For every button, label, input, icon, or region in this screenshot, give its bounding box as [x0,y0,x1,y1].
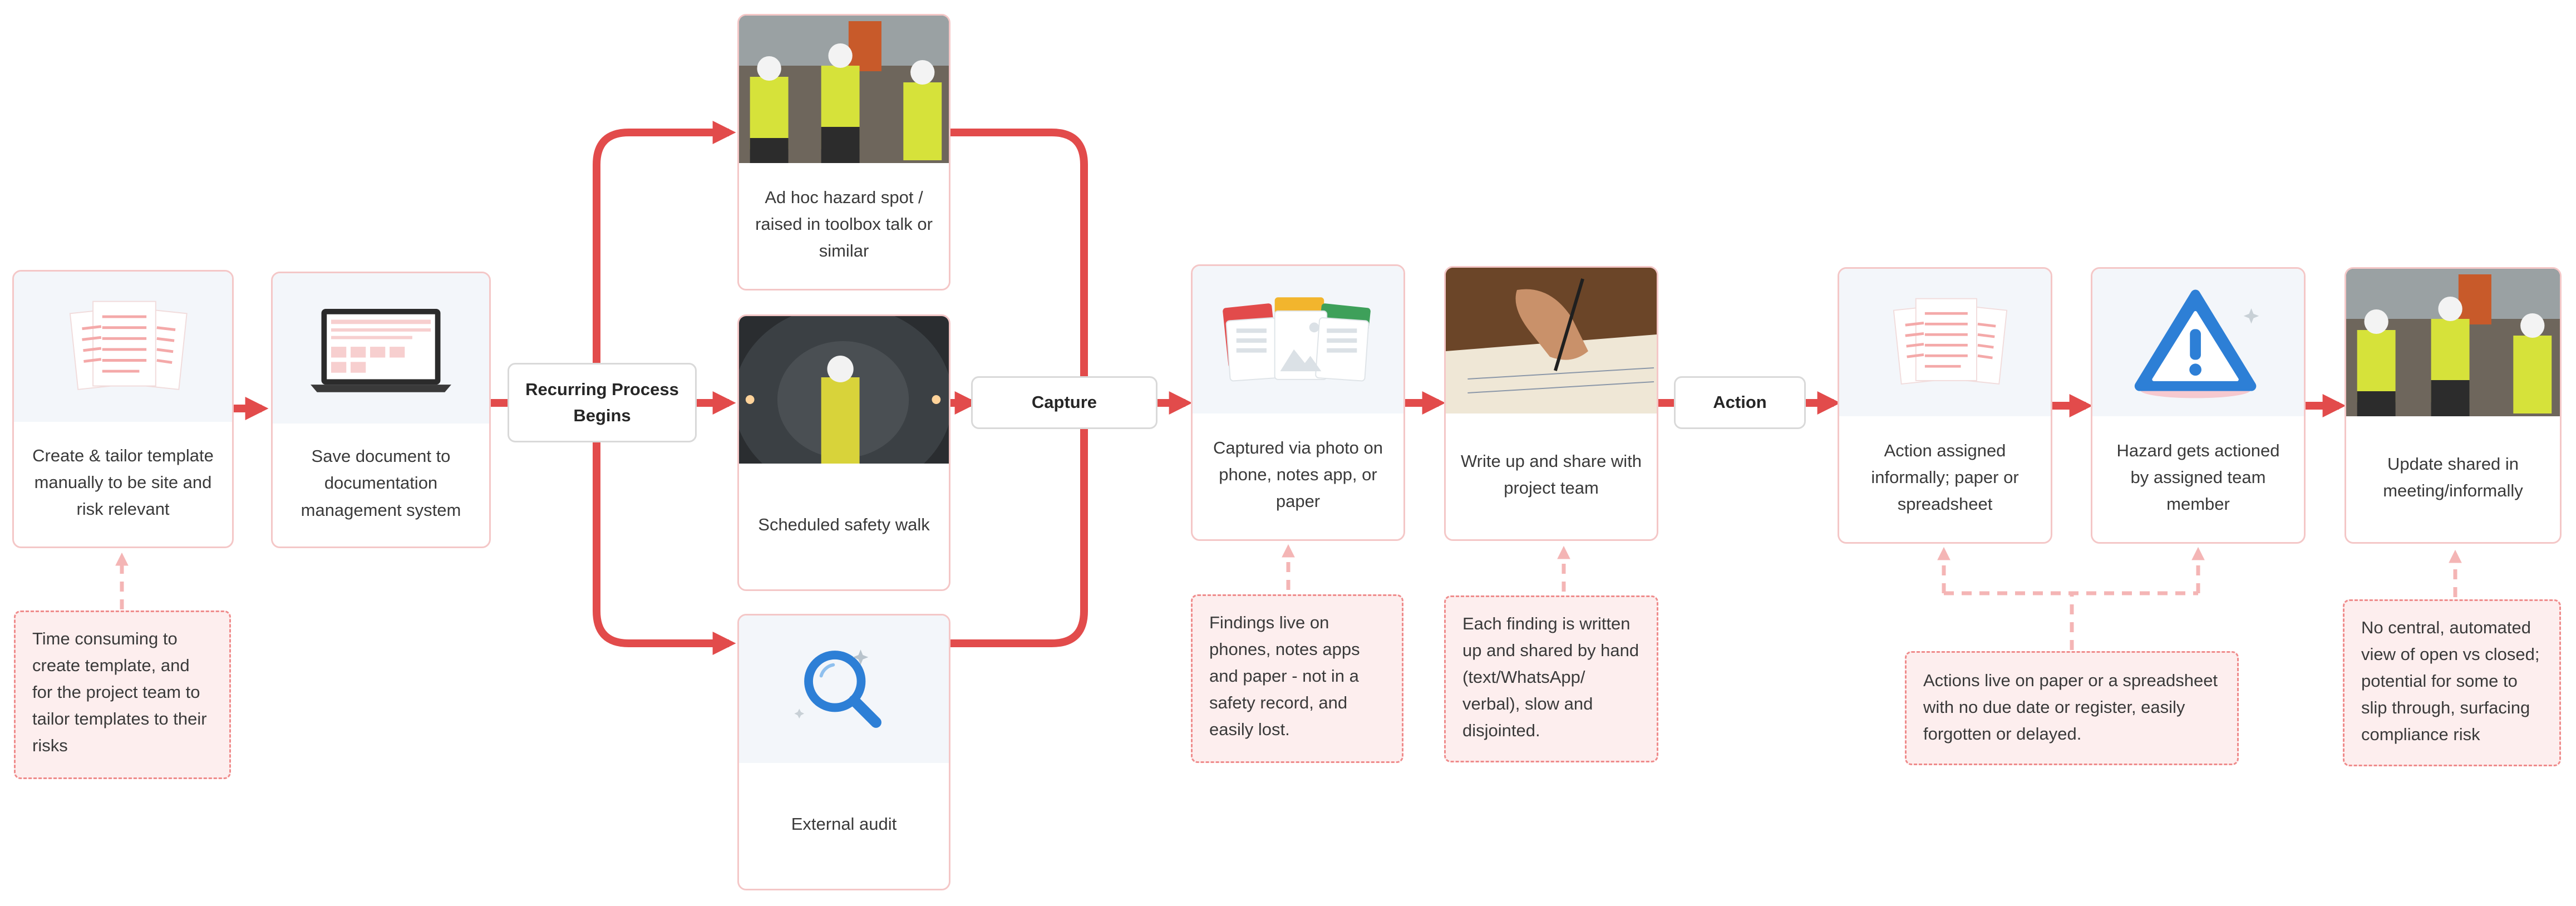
branch-line-bottom [593,363,736,655]
step-label: Write up and share with project team [1460,451,1642,498]
step-external-audit: External audit [737,614,950,890]
step-captured-via-photo: Captured via photo on phone, notes app, … [1191,264,1405,541]
step-label: Ad hoc hazard spot / raised in toolbox t… [755,187,933,261]
note-no-central-view: No central, automated view of open vs cl… [2343,599,2561,766]
step-label: Update shared in meeting/informally [2383,454,2523,500]
step-create-template: Create & tailor template manually to be … [12,270,234,548]
branch-line-top [593,121,736,363]
documents-icon [69,301,188,390]
stage-recurring-process: Recurring Process Begins [508,363,697,442]
documents-icon [1893,298,2008,385]
step-label: Create & tailor template manually to be … [32,445,214,519]
construction-workers-photo [739,16,949,163]
step-label: Save document to documentation managemen… [301,446,461,520]
step-label: Action assigned informally; paper or spr… [1871,440,2019,514]
step-label: Scheduled safety walk [758,514,930,534]
step-safety-walk: Scheduled safety walk [737,314,950,591]
note-actions-live: Actions live on paper or a spreadsheet w… [1905,651,2239,765]
laptop-icon [311,309,451,392]
stage-action: Action [1674,376,1806,429]
tunnel-inspection-photo [739,316,949,464]
step-label: Hazard gets actioned by assigned team me… [2116,440,2280,514]
warning-icon [2134,289,2259,398]
magnifier-icon [794,649,881,728]
step-write-up-share: Write up and share with project team [1444,266,1658,541]
step-action-assigned: Action assigned informally; paper or spr… [1838,267,2052,544]
step-hazard-actioned: Hazard gets actioned by assigned team me… [2091,267,2306,544]
step-ad-hoc-spot: Ad hoc hazard spot / raised in toolbox t… [737,14,950,290]
step-label: External audit [791,814,897,834]
note-findings-live: Findings live on phones, notes apps and … [1191,594,1403,763]
photo-notes-icon [1223,297,1371,382]
stage-capture: Capture [971,376,1158,429]
handwriting-photo [1446,268,1657,413]
step-save-document: Save document to documentation managemen… [271,272,491,548]
note-finding-by-hand: Each finding is written up and shared by… [1444,595,1658,762]
note-template-time: Time consuming to create template, and f… [14,610,231,779]
construction-workers-photo [2346,269,2560,416]
step-label: Captured via photo on phone, notes app, … [1213,437,1383,511]
step-update-shared: Update shared in meeting/informally [2344,267,2562,544]
